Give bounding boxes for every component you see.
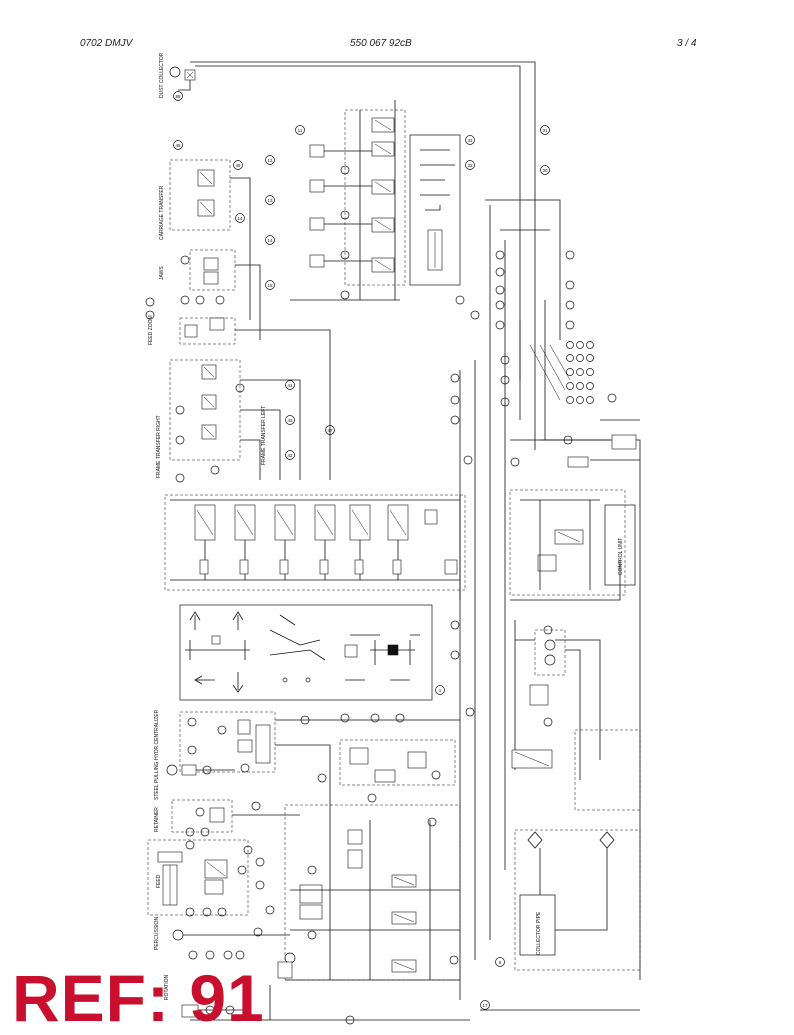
svg-text:15: 15 [267, 283, 273, 288]
control-unit-group: CONTROL UNIT [509, 434, 640, 596]
dust-collector-label: DUST COLLECTOR [159, 52, 165, 98]
drawing-number: 550 067 92cB [350, 38, 412, 49]
pump-motor-group [511, 629, 641, 811]
carriage-transfer-label: CARRIAGE TRANSFER [159, 185, 165, 240]
lower-manifold [253, 713, 461, 1025]
svg-text:42: 42 [287, 453, 293, 458]
svg-text:5: 5 [499, 960, 502, 965]
control-unit-label: CONTROL UNIT [618, 538, 624, 575]
steel-pulling-group: STEEL PULLING [154, 761, 235, 800]
feed-label: FEED [156, 874, 162, 888]
rotation-label: ROTATION [164, 975, 170, 1000]
svg-text:12: 12 [267, 158, 273, 163]
svg-text:30: 30 [542, 168, 548, 173]
svg-text:88: 88 [175, 94, 181, 99]
hydraulic-legs-block: 11 12 13 14 15 [265, 100, 406, 301]
frame-transfer-left-label: FRAME TRANSFER LEFT [261, 406, 267, 465]
jaws-label: JAWS [159, 266, 165, 280]
collector-group: COLLECTOR PIPE 5 17 [480, 829, 641, 1010]
dust-collector-group: 88 DUST COLLECTOR [159, 52, 196, 101]
svg-text:49: 49 [235, 163, 241, 168]
feed-group: FEED [147, 827, 253, 917]
svg-text:32: 32 [467, 163, 473, 168]
svg-text:13: 13 [267, 198, 273, 203]
collector-label: COLLECTOR PIPE [536, 911, 542, 955]
frame-transfer-right-label: FRAME TRANSFER RIGHT [156, 415, 162, 478]
centralizer-group: HYDR.CENTRALIZER [154, 709, 460, 820]
lever-panel [409, 134, 461, 286]
feed-zoom-group: FEED ZOOM [145, 297, 331, 480]
right-balloons: 31 30 33 32 1 [435, 125, 617, 727]
svg-text:31: 31 [542, 128, 548, 133]
svg-text:14: 14 [267, 238, 273, 243]
document-code: 0702 DMJV [80, 38, 133, 49]
carriage-transfer-group: 48 49 14 CARRIAGE TRANSFER [159, 140, 251, 320]
svg-text:47: 47 [327, 428, 333, 433]
svg-text:41: 41 [287, 383, 293, 388]
svg-text:11: 11 [298, 128, 303, 133]
svg-text:48: 48 [175, 143, 181, 148]
main-valve-bank [164, 494, 466, 600]
page-number: 3 / 4 [677, 38, 697, 49]
svg-text:1: 1 [439, 688, 442, 693]
svg-text:33: 33 [467, 138, 473, 143]
steel-pulling-label: STEEL PULLING [154, 761, 160, 800]
feed-zoom-label: FEED ZOOM [148, 315, 154, 345]
percussion-group: PERCUSSION [154, 917, 290, 960]
centralizer-label: HYDR.CENTRALIZER [154, 709, 160, 760]
reference-stamp: REF: 91 [12, 961, 265, 1035]
retainer-label: RETAINER [154, 807, 160, 832]
jaws-group: JAWS [159, 249, 261, 340]
svg-text:14: 14 [237, 216, 243, 221]
function-decal-panel [179, 604, 433, 701]
svg-text:43: 43 [287, 418, 293, 423]
rotation-group: ROTATION [164, 975, 250, 1018]
retainer-group: RETAINER [154, 799, 300, 833]
frame-transfer-group: 41 43 42 47 FRAME TRANSFER RIGHT FRAME T… [156, 359, 335, 483]
percussion-label: PERCUSSION [154, 917, 160, 950]
svg-text:17: 17 [482, 1003, 488, 1008]
valve-sections [194, 504, 409, 580]
